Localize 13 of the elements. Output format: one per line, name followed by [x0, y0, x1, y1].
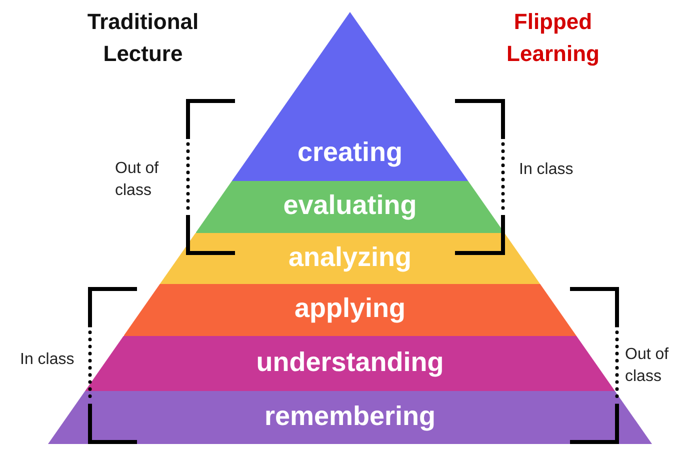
level-label: creating — [296, 137, 404, 168]
bracket-label: Out of class — [625, 345, 670, 388]
level-label: evaluating — [282, 190, 418, 221]
level-label: analyzing — [287, 242, 412, 272]
pyramid-band — [85, 336, 615, 391]
level-label: understanding — [255, 346, 445, 378]
column-heading: Traditional Lecture — [86, 8, 200, 68]
bracket-label: Out of class — [115, 159, 160, 202]
level-label: applying — [293, 293, 406, 324]
bracket-label: In class — [20, 350, 76, 370]
level-label: remembering — [263, 400, 437, 432]
column-heading: Flipped Learning — [506, 8, 600, 68]
bracket-label: In class — [519, 160, 574, 180]
